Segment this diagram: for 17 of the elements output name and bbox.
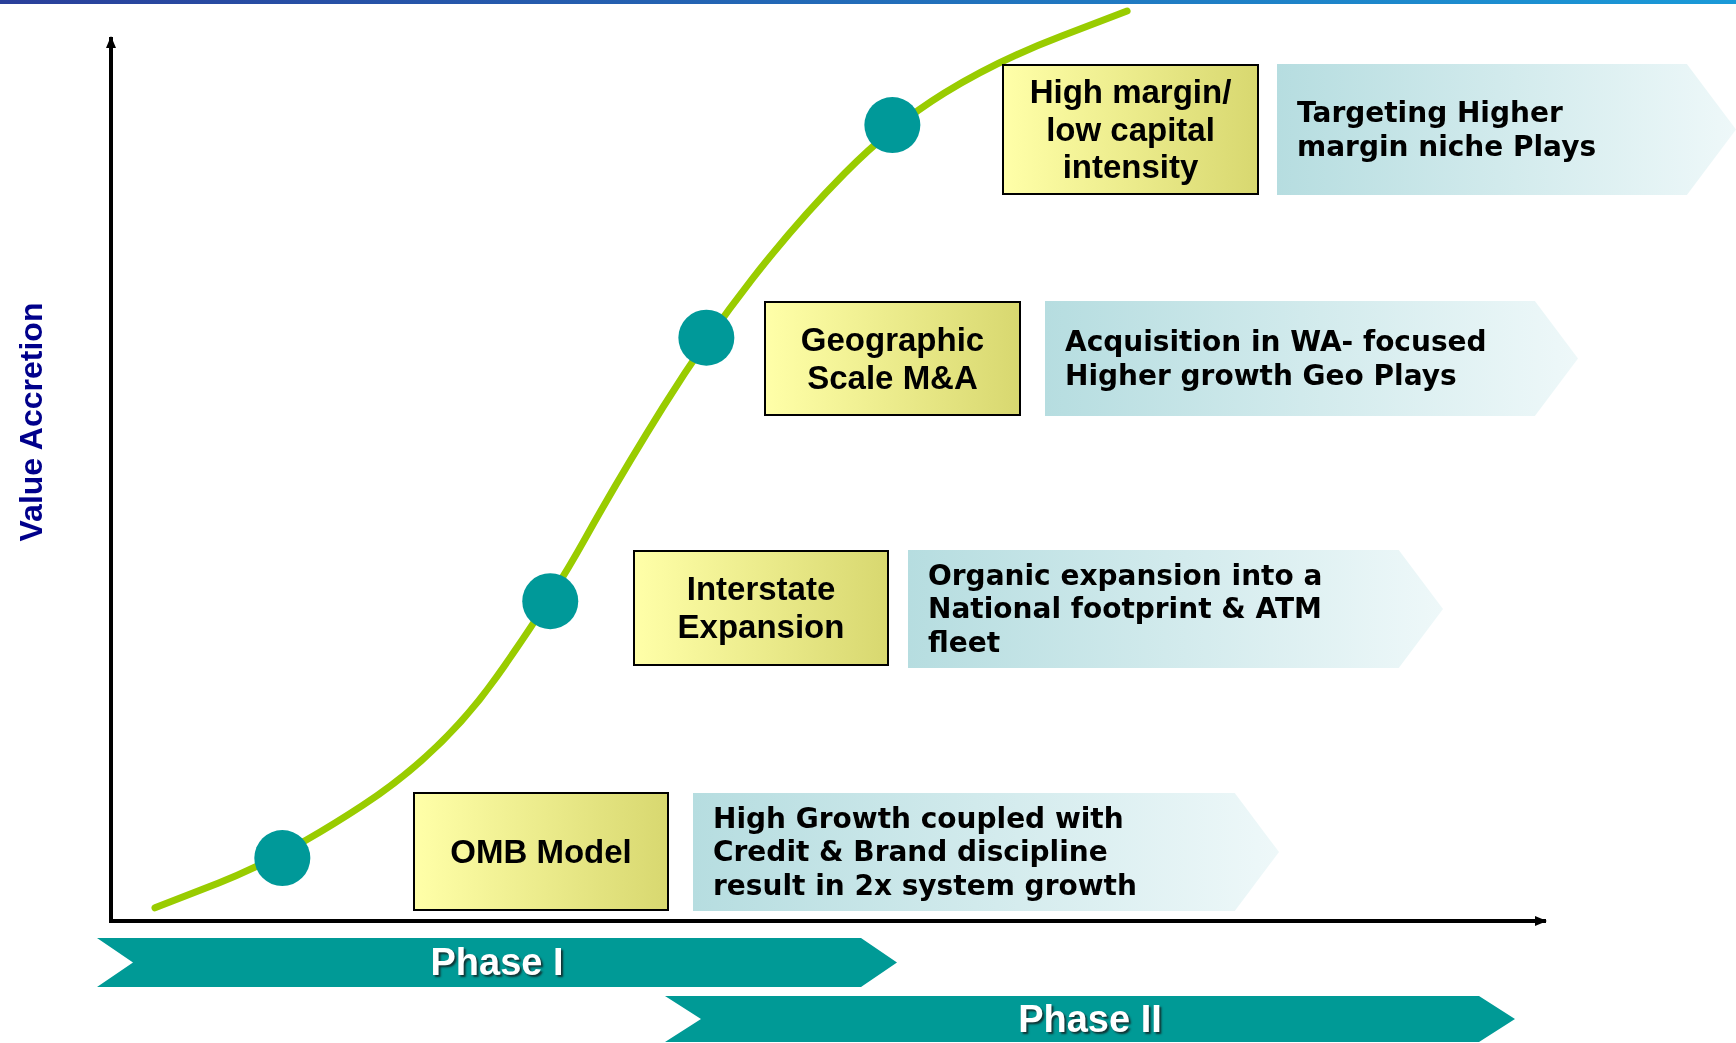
description-text: Targeting Higher margin niche Plays (1297, 94, 1598, 165)
stage-box: OMB Model (413, 792, 669, 911)
description-text: High Growth coupled with Credit & Brand discipline result in 2x system growth (713, 800, 1138, 904)
chevron-panel (1045, 301, 1578, 416)
chevron-panel (908, 550, 1443, 668)
stage-box: High margin/ low capital intensity (1002, 64, 1259, 195)
chevron-panel (1277, 64, 1736, 195)
description-text: Acquisition in WA- focused Higher growth Geo Plays (1065, 323, 1488, 394)
phase-label: Phase II (1017, 996, 1163, 1042)
stage-box: Geographic Scale M&A (764, 301, 1021, 416)
description-text: Organic expansion into a National footprint & ATM fleet (928, 557, 1324, 661)
chevron-panel (693, 793, 1279, 911)
stage-box: Interstate Expansion (633, 550, 889, 666)
phase-band (665, 996, 1515, 1042)
axis-title: Value Accretion (12, 302, 50, 542)
phase-band (97, 938, 897, 987)
phase-label: Phase I (429, 940, 565, 985)
